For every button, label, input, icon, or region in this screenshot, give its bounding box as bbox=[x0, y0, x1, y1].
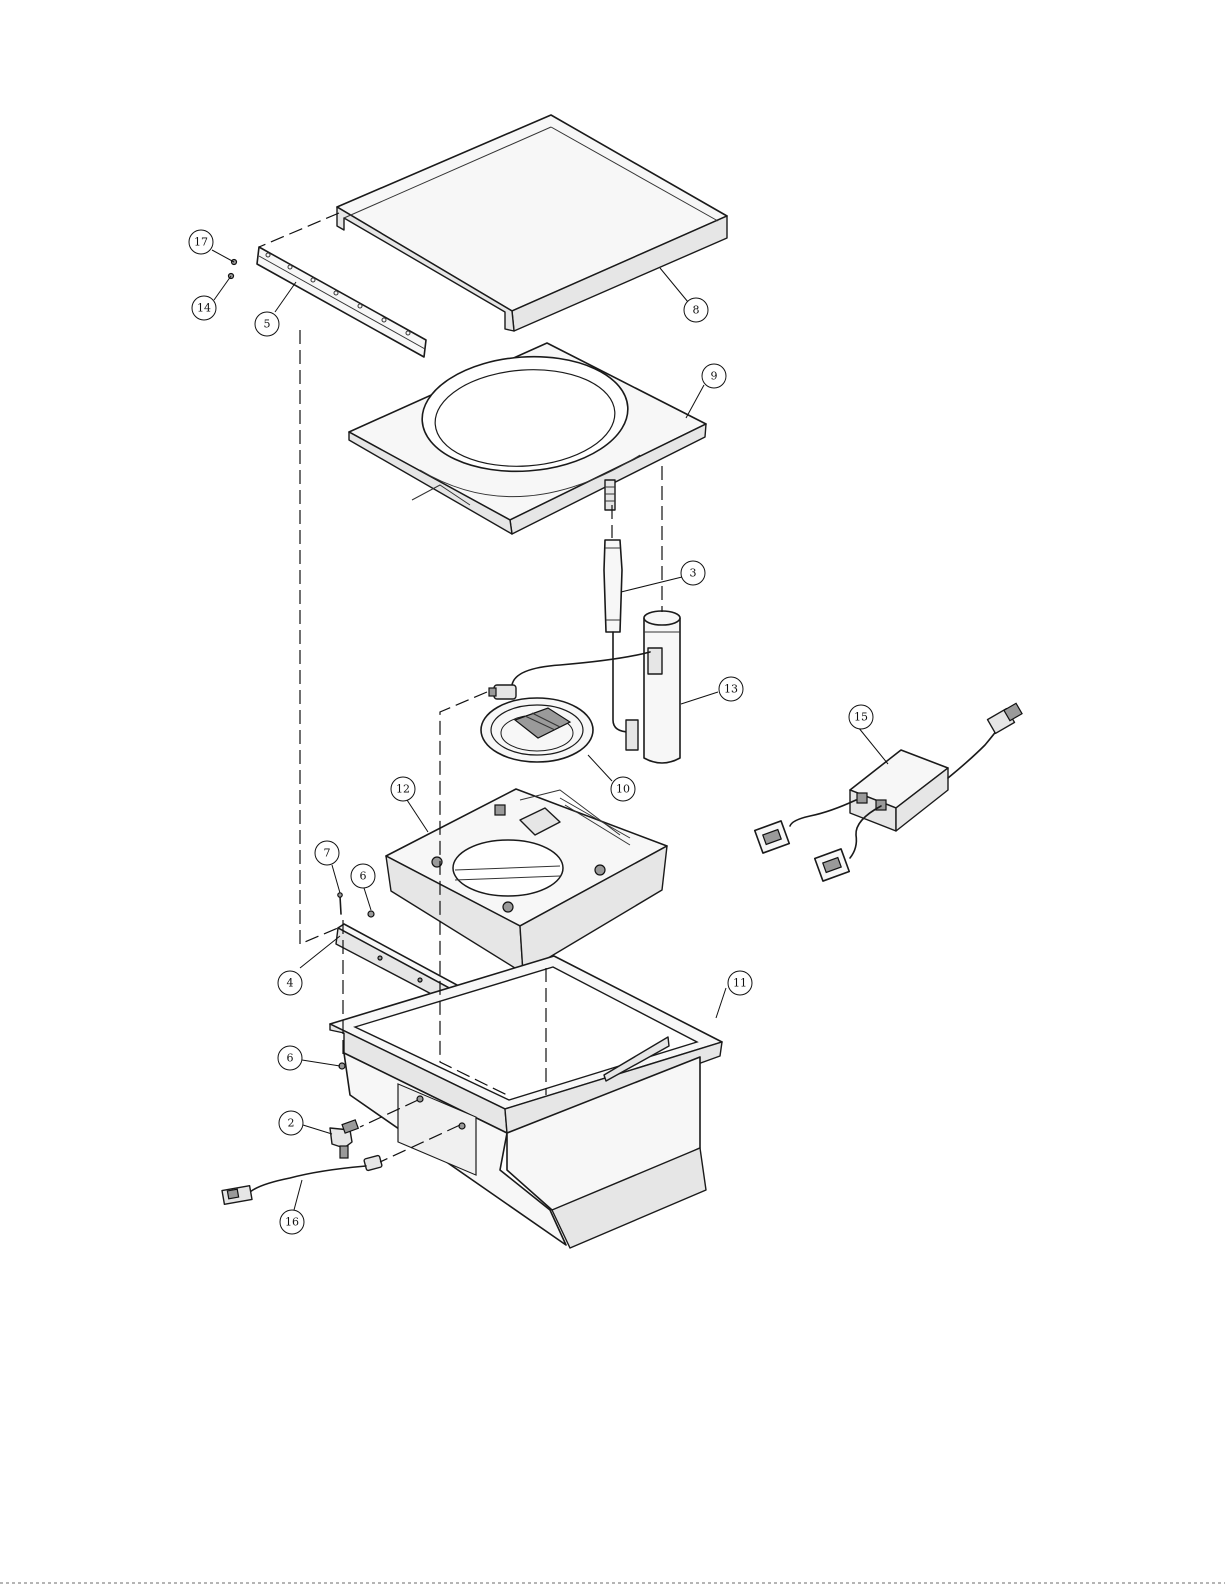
callout-5: 9 bbox=[702, 364, 726, 388]
svg-text:17: 17 bbox=[194, 236, 208, 249]
callout-11: 7 bbox=[315, 841, 339, 865]
svg-text:9: 9 bbox=[711, 370, 718, 383]
callout-2: 14 bbox=[192, 296, 216, 320]
hopper-part bbox=[386, 789, 667, 973]
svg-text:14: 14 bbox=[197, 302, 211, 315]
callout-10: 12 bbox=[391, 777, 415, 801]
callout-16: 2 bbox=[279, 1111, 303, 1135]
callout-3: 5 bbox=[255, 312, 279, 336]
tube-part bbox=[604, 540, 638, 750]
callout-1: 17 bbox=[189, 230, 213, 254]
svg-text:15: 15 bbox=[854, 711, 868, 724]
base-cabinet-part bbox=[330, 956, 722, 1248]
callout-4: 8 bbox=[684, 298, 708, 322]
power-adapter-part bbox=[755, 703, 1022, 881]
callout-6: 3 bbox=[681, 561, 705, 585]
svg-text:2: 2 bbox=[288, 1117, 295, 1130]
callout-12: 6 bbox=[351, 864, 375, 888]
svg-text:6: 6 bbox=[360, 870, 367, 883]
elbow-fitting-part bbox=[330, 1120, 358, 1158]
drain-pan-part bbox=[481, 698, 593, 762]
callout-13: 4 bbox=[278, 971, 302, 995]
callout-7: 13 bbox=[719, 677, 743, 701]
svg-text:13: 13 bbox=[724, 683, 738, 696]
svg-text:8: 8 bbox=[693, 304, 700, 317]
top-cover-part bbox=[337, 115, 727, 331]
callout-17: 16 bbox=[280, 1210, 304, 1234]
svg-text:12: 12 bbox=[396, 783, 410, 796]
svg-text:7: 7 bbox=[324, 847, 331, 860]
svg-text:10: 10 bbox=[616, 783, 630, 796]
power-cord-part bbox=[222, 1155, 382, 1204]
callout-8: 15 bbox=[849, 705, 873, 729]
svg-text:11: 11 bbox=[733, 977, 747, 990]
svg-text:6: 6 bbox=[287, 1052, 294, 1065]
callout-15: 6 bbox=[278, 1046, 302, 1070]
svg-text:4: 4 bbox=[287, 977, 294, 990]
callout-9: 10 bbox=[611, 777, 635, 801]
svg-text:16: 16 bbox=[285, 1216, 299, 1229]
page-bottom-border bbox=[0, 1582, 1225, 1584]
svg-text:3: 3 bbox=[690, 567, 697, 580]
hinge-part bbox=[229, 247, 427, 357]
bowl-top-part bbox=[349, 343, 706, 534]
svg-text:5: 5 bbox=[264, 318, 271, 331]
callout-14: 11 bbox=[728, 971, 752, 995]
